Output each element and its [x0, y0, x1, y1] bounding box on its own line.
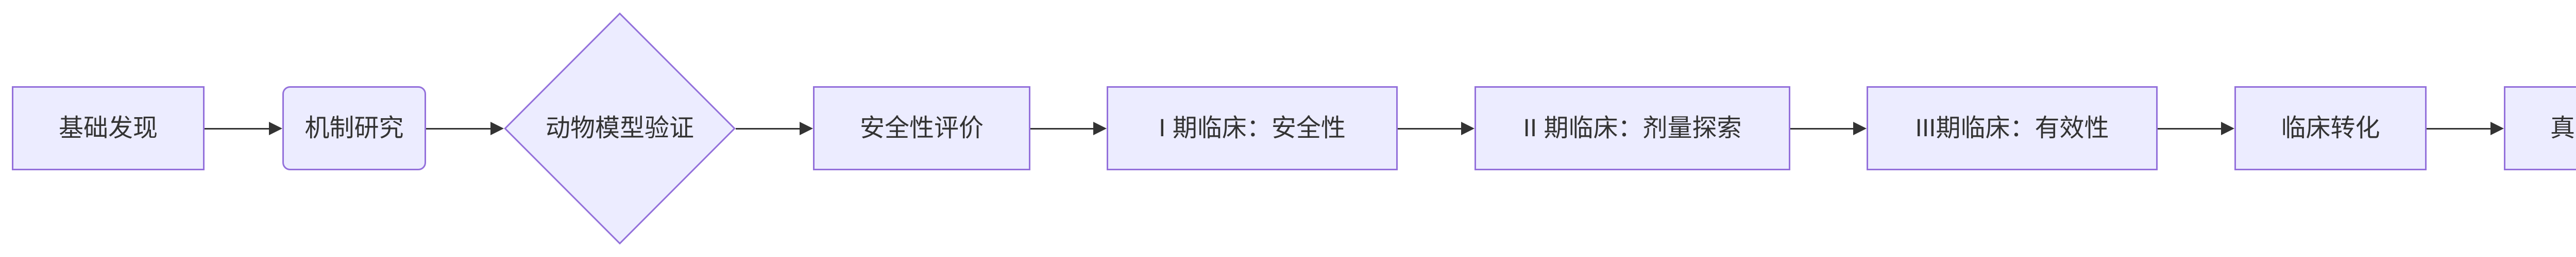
edge-line-5: [1398, 128, 1463, 130]
node-label: I 期临床：安全性: [1159, 114, 1346, 142]
arrowhead-icon: [269, 122, 282, 135]
arrowhead-icon: [490, 122, 504, 135]
node-real-world-study: 真实世界研究: [2504, 86, 2576, 170]
node-animal-model-validation: 动物模型验证: [504, 12, 736, 245]
arrowhead-icon: [2490, 122, 2504, 135]
arrowhead-icon: [2221, 122, 2234, 135]
edge-line-2: [426, 128, 493, 130]
node-label: 真实世界研究: [2550, 114, 2576, 142]
node-phase2-clinical-dose: II 期临床：剂量探索: [1475, 86, 1790, 170]
node-label: 基础发现: [58, 114, 158, 142]
edge-line-6: [1790, 128, 1855, 130]
node-label: III期临床：有效性: [1915, 114, 2109, 142]
arrowhead-icon: [1853, 122, 1867, 135]
node-label: II 期临床：剂量探索: [1523, 114, 1742, 142]
node-label: 临床转化: [2281, 114, 2380, 142]
node-phase1-clinical-safety: I 期临床：安全性: [1107, 86, 1398, 170]
arrowhead-icon: [1093, 122, 1107, 135]
arrowhead-icon: [1461, 122, 1475, 135]
node-basic-discovery: 基础发现: [12, 86, 205, 170]
edge-line-1: [205, 128, 271, 130]
edge-line-3: [736, 128, 802, 130]
node-label: 安全性评价: [859, 114, 984, 142]
node-safety-evaluation: 安全性评价: [813, 86, 1030, 170]
edge-line-8: [2427, 128, 2493, 130]
node-clinical-translation: 临床转化: [2234, 86, 2427, 170]
node-mechanism-research: 机制研究: [282, 86, 426, 170]
edge-line-4: [1030, 128, 1095, 130]
node-phase3-clinical-efficacy: III期临床：有效性: [1867, 86, 2158, 170]
node-label: 机制研究: [304, 114, 404, 142]
edge-line-7: [2158, 128, 2223, 130]
node-label: 动物模型验证: [545, 115, 694, 142]
arrowhead-icon: [800, 122, 813, 135]
